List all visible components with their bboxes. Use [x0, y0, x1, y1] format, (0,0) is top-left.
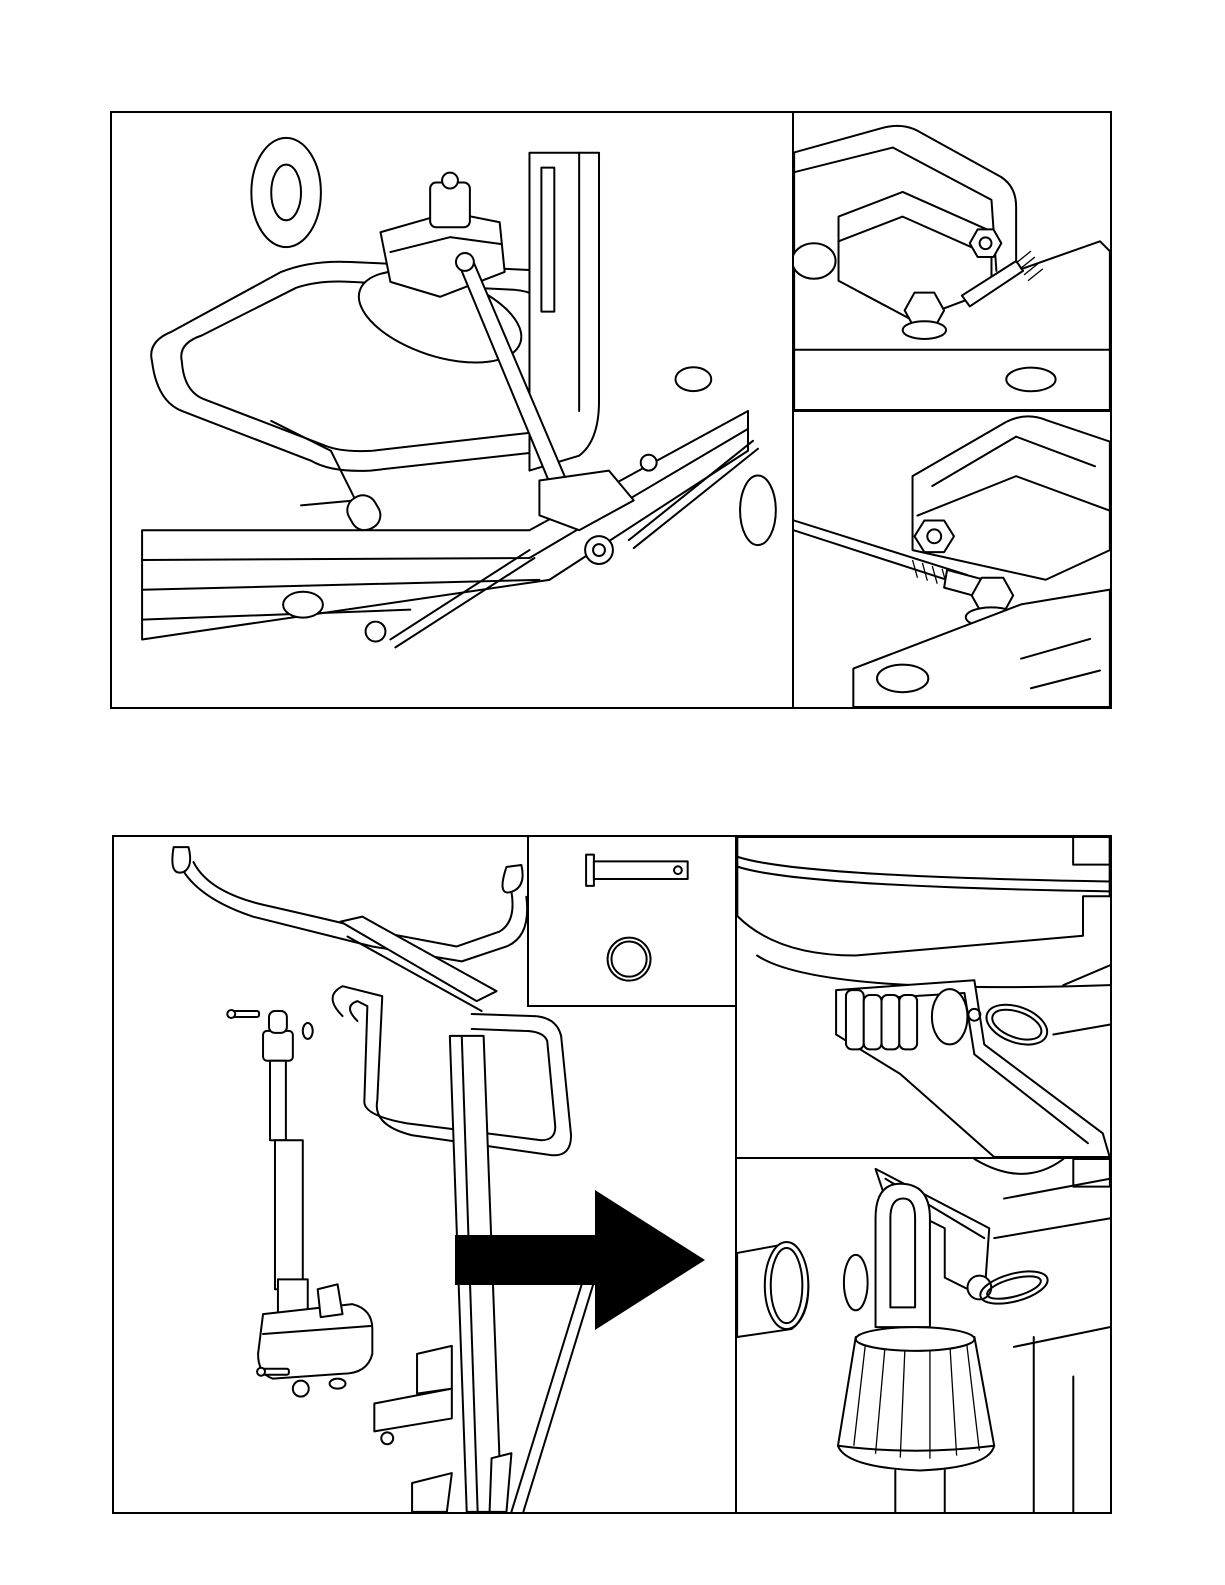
linear-actuator: [258, 1011, 372, 1397]
top-bracket-drawing: [737, 837, 1110, 1157]
actuator-cap-knob: [838, 1327, 994, 1470]
spreader-bar: [179, 862, 528, 961]
actuator-clevis: [876, 1184, 930, 1327]
caster-wheel-front: [740, 476, 776, 546]
figure-2-detail-actuator-cap: [735, 1157, 1112, 1514]
split-ring-bottom: [330, 1379, 346, 1389]
figure-1-main-panel: [110, 111, 794, 709]
split-ring-top: [303, 1023, 313, 1039]
figure-1-detail-left-bracket: [792, 111, 1112, 412]
actuator-cap-drawing: [737, 1159, 1110, 1512]
lift-base-drawing: [112, 113, 792, 707]
parts-drawing: [529, 837, 735, 1005]
figure-2-parts-inset: [527, 835, 737, 1007]
figure-2-detail-top-bracket: [735, 835, 1112, 1159]
arrow-right-icon: [455, 1190, 705, 1330]
hook-right: [502, 865, 522, 893]
hex-nut: [915, 521, 954, 553]
lower-bracket: [374, 1389, 452, 1432]
bracket-block: [913, 416, 1110, 579]
hook-left: [172, 847, 190, 873]
clevis-pin-top: [227, 1010, 259, 1018]
pivot-bolt: [585, 536, 613, 564]
clevis-pin-bottom: [257, 1368, 289, 1376]
clevis: [846, 990, 917, 1049]
split-ring: [981, 997, 1053, 1052]
clevis-pin-icon: [586, 855, 688, 886]
clevis-pin-head: [932, 989, 968, 1044]
boom-arm: [341, 917, 497, 1001]
split-ring-icon: [608, 938, 651, 981]
right-bracket-drawing: [794, 412, 1110, 707]
caster-wheel-rear: [251, 138, 321, 247]
leg-cap: [283, 592, 323, 618]
leg-cap: [675, 367, 711, 391]
left-bracket-drawing: [794, 113, 1110, 410]
actuator-housing: [737, 837, 1109, 956]
figure-1-detail-right-bracket: [792, 410, 1112, 709]
hex-nut: [970, 229, 1002, 257]
